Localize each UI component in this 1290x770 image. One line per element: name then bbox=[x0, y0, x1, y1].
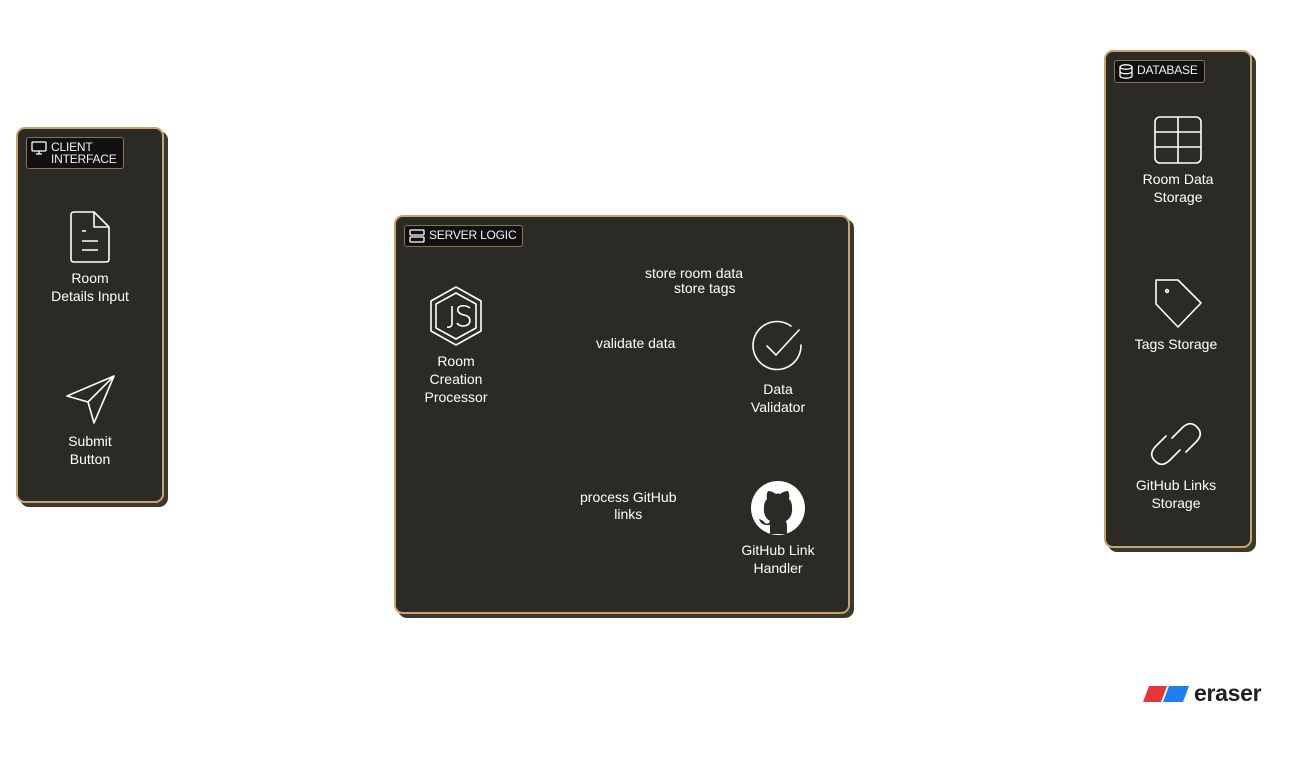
file-text-icon bbox=[70, 211, 110, 263]
node-label: Room Creation Processor bbox=[424, 353, 488, 405]
edge-label-store-tags: store tags bbox=[672, 280, 738, 297]
server-logic-label: SERVER LOGIC bbox=[404, 225, 524, 247]
eraser-logo: eraser bbox=[1142, 680, 1262, 707]
client-interface-label: CLIENT INTERFACE bbox=[26, 137, 124, 169]
submit-button-node[interactable]: Submit Button bbox=[30, 372, 150, 468]
monitor-icon bbox=[31, 141, 47, 155]
tag-icon bbox=[1155, 279, 1202, 328]
github-link-handler-node[interactable]: GitHub Link Handler bbox=[721, 479, 835, 577]
group-label-text: SERVER LOGIC bbox=[429, 228, 517, 242]
edge-label-process-github-links: process GitHub links bbox=[578, 489, 679, 523]
room-data-storage-node[interactable]: Room Data Storage bbox=[1120, 114, 1236, 206]
node-label: Data Validator bbox=[750, 381, 806, 415]
database-icon bbox=[1119, 64, 1133, 79]
tags-storage-node[interactable]: Tags Storage bbox=[1112, 277, 1240, 353]
server-icon bbox=[409, 229, 425, 243]
group-label-text: DATABASE bbox=[1137, 63, 1198, 77]
link-icon bbox=[1150, 422, 1202, 466]
client-interface-group: CLIENT INTERFACE bbox=[16, 127, 164, 503]
check-circle-icon bbox=[752, 320, 802, 371]
github-icon bbox=[751, 481, 805, 535]
send-icon bbox=[66, 375, 115, 424]
github-links-storage-node[interactable]: GitHub Links Storage bbox=[1116, 416, 1236, 512]
edge-github-to-links bbox=[804, 439, 1143, 507]
node-label: GitHub Link Handler bbox=[741, 542, 815, 576]
node-label: GitHub Links Storage bbox=[1135, 477, 1217, 511]
data-validator-node[interactable]: Data Validator bbox=[729, 318, 827, 416]
node-label: Tags Storage bbox=[1134, 336, 1218, 352]
edge-label-validate-data: validate data bbox=[594, 335, 678, 352]
eraser-logo-text: eraser bbox=[1194, 680, 1262, 706]
group-label-text: CLIENT INTERFACE bbox=[51, 140, 117, 166]
room-details-input-node[interactable]: Room Details Input bbox=[30, 209, 150, 305]
node-label: Room Data Storage bbox=[1142, 171, 1214, 205]
node-label: Room Details Input bbox=[51, 270, 129, 304]
eraser-logo-icon bbox=[1143, 685, 1189, 702]
nodejs-icon bbox=[430, 286, 482, 346]
node-label: Submit Button bbox=[68, 433, 112, 467]
room-creation-processor-node[interactable]: Room Creation Processor bbox=[406, 284, 506, 406]
table-icon bbox=[1154, 116, 1202, 164]
database-label: DATABASE bbox=[1114, 60, 1205, 83]
